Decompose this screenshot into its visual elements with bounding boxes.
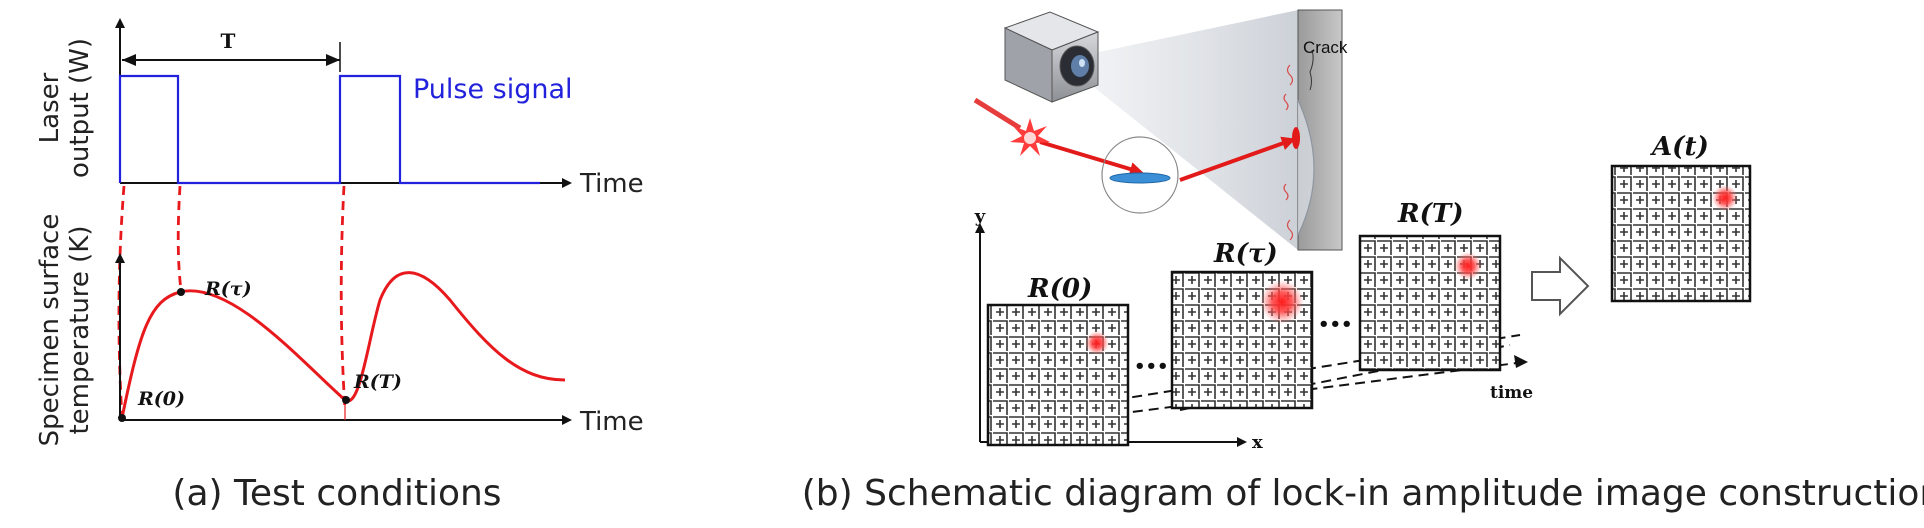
frame-rT: [1358, 234, 1502, 372]
camera-view-cone: [1085, 10, 1298, 250]
pulse-label: Pulse signal: [413, 74, 573, 105]
frame-result: [1610, 164, 1752, 303]
caption-a: (a) Test conditions: [172, 473, 501, 514]
axis-time-label: time: [1490, 383, 1533, 403]
top-ylabel-line1: Laser: [35, 72, 65, 143]
point-rT-label: R(T): [353, 371, 402, 393]
frame-rtau-label: R(τ): [1213, 239, 1278, 269]
camera-icon: [1003, 11, 1100, 103]
frame-rT-label: R(T): [1397, 199, 1464, 229]
point-rT-marker: [342, 396, 350, 404]
ellipsis-1: •••: [1134, 356, 1169, 377]
bottom-ylabel-line2: temperature (K): [65, 225, 95, 434]
temperature-curve: [120, 271, 566, 419]
caption-b: (b) Schematic diagram of lock-in amplitu…: [802, 473, 1924, 514]
hotspot-result: [1712, 185, 1738, 211]
guide-lines: [117, 185, 347, 419]
period-label: T: [221, 29, 236, 53]
panel-a: Laser output (W) T Pulse signal Time Spe…: [35, 18, 644, 514]
time-label-top: Time: [579, 169, 644, 199]
panel-b: Crack y x time: [802, 9, 1924, 514]
specimen-plate: [1283, 9, 1343, 251]
point-rtau-marker: [177, 288, 185, 296]
crack-line: [1309, 49, 1314, 91]
crack-label: Crack: [1303, 38, 1348, 57]
ellipsis-2: •••: [1318, 314, 1353, 335]
hotspot-r0: [1085, 331, 1109, 355]
laser-burst-icon: [1010, 118, 1050, 156]
hotspot-rtau: [1260, 280, 1304, 324]
laser-beam: [973, 97, 1300, 182]
bottom-ylabel-line1: Specimen surface: [35, 214, 65, 447]
frame-r0-label: R(0): [1027, 274, 1092, 304]
lens-icon: [1101, 136, 1179, 214]
point-r0-label: R(0): [137, 388, 185, 410]
frame-result-label: A(t): [1649, 132, 1709, 162]
axis-x-label: x: [1252, 432, 1263, 453]
axis-y-label: y: [974, 206, 986, 227]
top-ylabel-line2: output (W): [65, 38, 95, 178]
pulse-signal: [118, 74, 540, 185]
frame-rtau: [1170, 270, 1314, 410]
frame-r0: [986, 303, 1130, 447]
point-r0-marker: [118, 414, 126, 422]
time-label-bottom: Time: [579, 407, 644, 437]
hotspot-rT: [1454, 252, 1482, 280]
arrow-right-icon: [1531, 255, 1590, 317]
point-rtau-label: R(τ): [204, 278, 252, 300]
